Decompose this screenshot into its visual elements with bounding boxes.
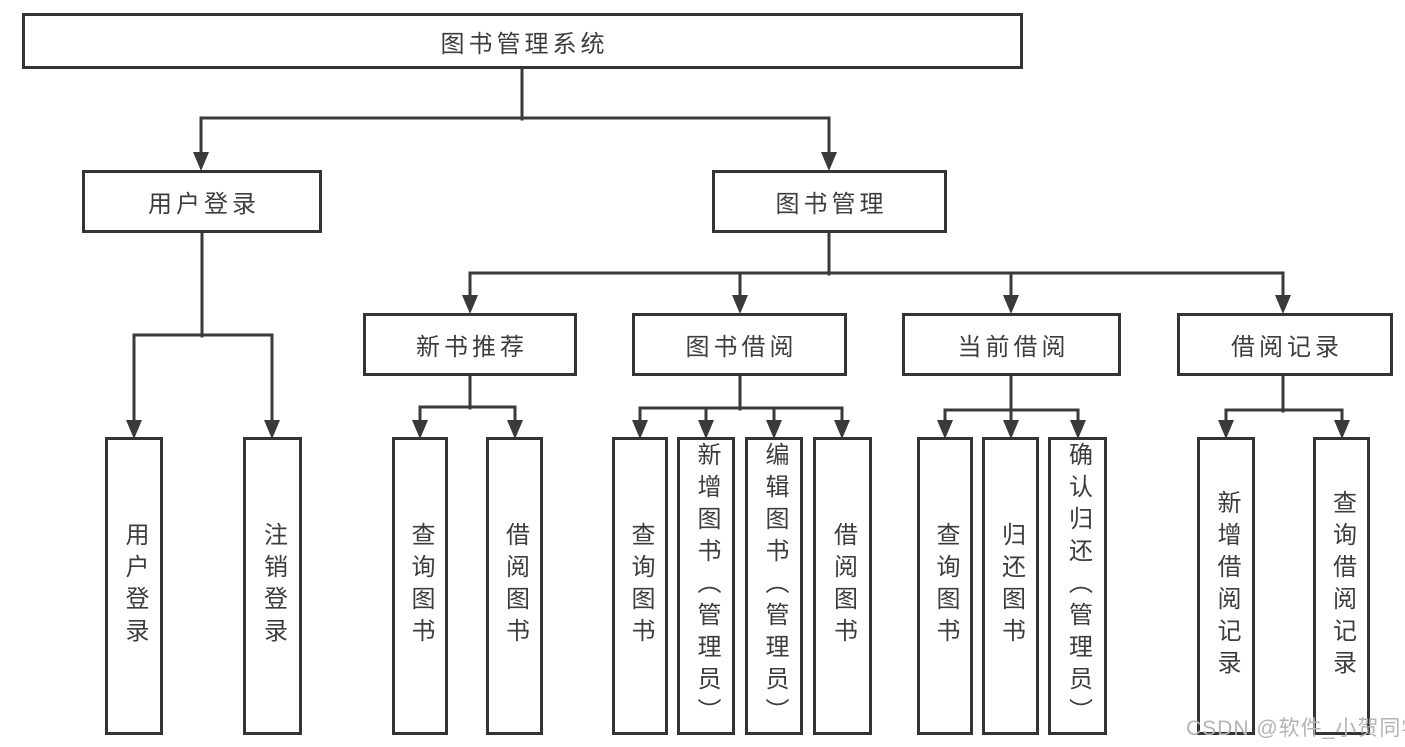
leaf-query-books-borrowing: 查询图书 [612,437,668,735]
node-current-borrowing: 当前借阅 [902,313,1121,376]
node-library-management-system: 图书管理系统 [22,13,1023,69]
node-label: 借阅图书 [501,522,529,650]
leaf-borrow-books: 借阅图书 [813,437,872,735]
node-label: 新增借阅记录 [1213,490,1240,682]
node-book-management: 图书管理 [712,170,947,233]
leaf-logout: 注销登录 [243,437,302,735]
node-user-login: 用户登录 [82,170,322,233]
node-label: 新增图书（管理员） [693,442,720,730]
node-label: 编辑图书（管理员） [761,442,788,730]
leaf-borrow-books-recommend: 借阅图书 [486,437,543,735]
leaf-user-login: 用户登录 [105,437,163,735]
node-label: 图书管理系统 [440,30,609,58]
node-label: 借阅记录 [1231,334,1343,361]
node-book-borrowing: 图书借阅 [632,313,847,376]
leaf-edit-books-admin: 编辑图书（管理员） [745,437,803,735]
leaf-query-borrow-record: 查询借阅记录 [1313,437,1370,735]
node-borrowing-records: 借阅记录 [1177,313,1393,376]
node-label: 用户登录 [121,522,148,650]
node-label: 查询图书 [407,522,434,650]
leaf-query-books-recommend: 查询图书 [392,437,448,735]
node-label: 用户登录 [148,191,260,218]
node-label: 查询图书 [627,522,654,650]
node-label: 归还图书 [997,522,1025,650]
node-label: 借阅图书 [829,522,857,650]
arrow-heads [126,152,1350,439]
node-label: 图书管理 [775,191,888,218]
tree-branch-lines [132,67,1344,413]
arrow-shafts [132,118,1344,423]
leaf-query-books-current: 查询图书 [917,437,973,735]
node-label: 查询图书 [932,522,959,650]
node-label: 当前借阅 [957,334,1070,361]
node-label: 注销登录 [259,522,287,650]
csdn-watermark: CSDN @软件_小贺同学 [1186,717,1405,740]
node-label: 确认归还（管理员） [1064,442,1092,730]
leaf-confirm-return-admin: 确认归还（管理员） [1048,437,1107,735]
leaf-add-borrow-record: 新增借阅记录 [1197,437,1255,735]
node-label: 图书借阅 [685,334,798,361]
leaf-return-books: 归还图书 [982,437,1039,735]
node-label: 新书推荐 [416,334,528,361]
leaf-add-books-admin: 新增图书（管理员） [677,437,735,735]
node-new-book-recommendation: 新书推荐 [363,313,577,376]
node-label: 查询借阅记录 [1328,490,1356,682]
